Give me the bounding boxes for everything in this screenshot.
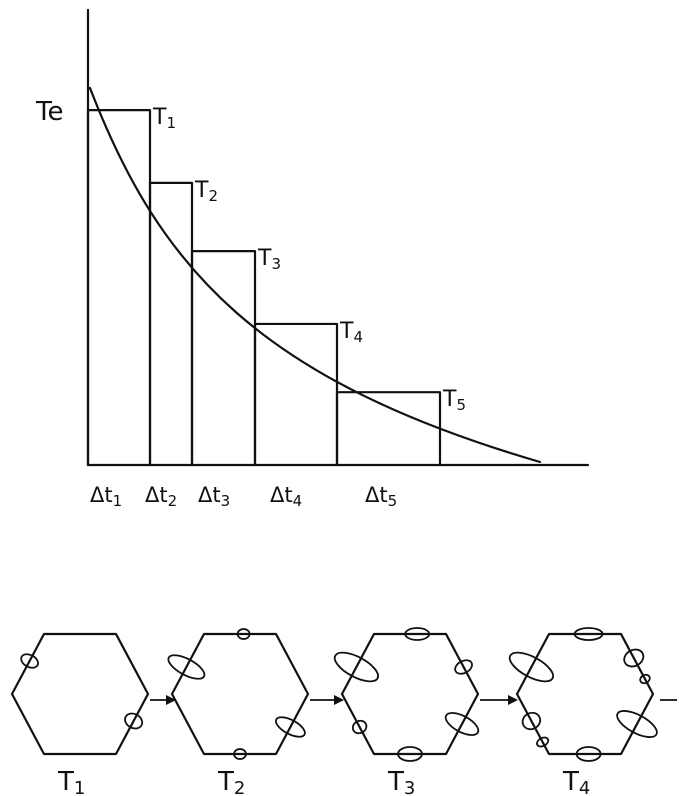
grain-label-4-sub: 4 — [579, 778, 590, 796]
grain-3-precipitate-2 — [404, 627, 431, 641]
interval-label-2-main: Δt — [145, 483, 168, 507]
bar-label-2-main: T — [194, 178, 209, 203]
grain-boundary-2 — [170, 632, 310, 756]
grain-boundary-4 — [515, 632, 655, 756]
grain-2-precipitate-3 — [275, 716, 306, 738]
interval-label-5-main: Δt — [365, 483, 388, 507]
bar-1 — [86, 109, 152, 467]
grain-3-precipitate-5 — [397, 746, 423, 762]
interval-label-3: Δt3 — [198, 483, 230, 510]
grain-label-3: T3 — [387, 767, 415, 796]
grain-3-precipitate-6 — [351, 719, 368, 735]
grain-4-precipitate-1 — [508, 651, 554, 683]
grain-label-2: T2 — [217, 767, 245, 796]
interval-label-1: Δt1 — [90, 483, 122, 510]
bar-2 — [148, 181, 194, 467]
bar-3 — [190, 250, 257, 467]
grain-4-precipitate-3 — [623, 648, 645, 668]
arrow-head-2 — [334, 695, 344, 705]
grain-label-4-main: T — [562, 767, 579, 796]
grain-label-4: T4 — [562, 767, 590, 796]
arrows-group — [150, 695, 677, 705]
y-axis-label: Te — [35, 97, 63, 127]
grain-label-2-main: T — [217, 767, 234, 796]
grain-2-precipitate-2 — [236, 628, 251, 640]
grain-boundary-1 — [10, 632, 150, 756]
bar-label-3-main: T — [257, 246, 272, 271]
grain-4-precipitate-6 — [575, 746, 602, 762]
interval-label-2: Δt2 — [145, 483, 177, 510]
grain-1: T1 — [10, 632, 150, 796]
arrow-3 — [480, 695, 518, 705]
bar-label-1-main: T — [152, 105, 167, 130]
bar-label-4: T4 — [339, 319, 363, 346]
interval-label-4-main: Δt — [270, 483, 293, 507]
interval-label-2-sub: 2 — [168, 492, 178, 510]
arrow-head-3 — [508, 695, 518, 705]
interval-label-1-main: Δt — [90, 483, 113, 507]
arrow-1 — [150, 695, 176, 705]
interval-label-4-sub: 4 — [293, 492, 303, 510]
bar-label-1-sub: 1 — [166, 114, 176, 132]
grain-1-precipitate-1 — [20, 653, 39, 669]
interval-label-5: Δt5 — [365, 483, 397, 510]
grain-2-precipitate-1 — [167, 654, 206, 680]
grain-label-3-sub: 3 — [404, 778, 415, 796]
bar-label-2-sub: 2 — [208, 187, 218, 205]
interval-label-3-sub: 3 — [221, 492, 231, 510]
grain-4-precipitate-7 — [521, 711, 542, 731]
bar-5 — [335, 391, 442, 467]
bar-label-5-main: T — [442, 387, 457, 412]
grain-1-precipitate-2 — [124, 712, 144, 730]
interval-label-1-sub: 1 — [113, 492, 123, 510]
grain-3-precipitate-4 — [444, 712, 480, 736]
bar-label-5-sub: 5 — [456, 396, 466, 414]
grain-4-precipitate-4 — [639, 673, 651, 685]
arrow-2 — [310, 695, 344, 705]
grain-boundary-3 — [340, 632, 480, 756]
grain-label-2-sub: 2 — [234, 778, 245, 796]
grain-4-precipitate-5 — [616, 710, 658, 738]
interval-label-4: Δt4 — [270, 483, 302, 510]
bar-label-2: T2 — [194, 178, 218, 205]
bar-label-4-main: T — [339, 319, 354, 344]
grain-3-precipitate-1 — [333, 651, 379, 683]
grain-label-1-main: T — [57, 767, 74, 796]
arrow-head-1 — [166, 695, 176, 705]
bar-label-1: T1 — [152, 105, 176, 132]
bar-label-5: T5 — [442, 387, 466, 414]
bars-group — [86, 109, 442, 467]
grain-label-1: T1 — [57, 767, 85, 796]
grain-label-1-sub: 1 — [74, 778, 85, 796]
grain-3-precipitate-3 — [454, 659, 473, 675]
grain-4: T4 — [508, 627, 658, 796]
grain-4-precipitate-8 — [536, 736, 550, 748]
grain-4-precipitate-2 — [573, 627, 604, 641]
interval-label-3-main: Δt — [198, 483, 221, 507]
bar-4 — [253, 322, 339, 467]
interval-label-5-sub: 5 — [388, 492, 398, 510]
decay-curve — [88, 86, 542, 464]
bar-label-4-sub: 4 — [353, 328, 363, 346]
bar-label-3: T3 — [257, 246, 281, 273]
grain-2: T2 — [167, 628, 310, 796]
grain-2-precipitate-4 — [233, 748, 247, 760]
bar-label-3-sub: 3 — [271, 255, 281, 273]
grain-label-3-main: T — [387, 767, 404, 796]
grain-3: T3 — [333, 627, 480, 796]
